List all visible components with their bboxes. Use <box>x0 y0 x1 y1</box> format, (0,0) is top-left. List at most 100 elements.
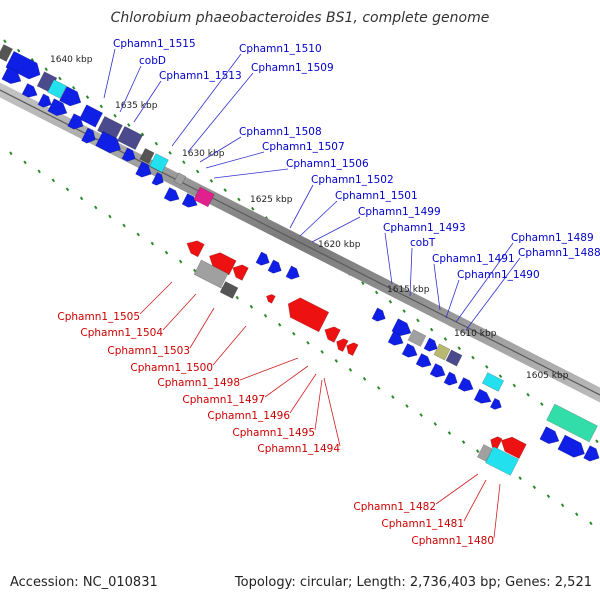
leader-line <box>445 279 460 319</box>
gene-feature <box>186 240 205 258</box>
gene-feature <box>267 259 282 274</box>
reverse-gene-label: Cphamn1_1480 <box>411 535 494 547</box>
leader-line <box>139 281 173 315</box>
gene-feature <box>95 131 122 154</box>
leader-line <box>435 473 479 505</box>
reverse-tick <box>164 250 169 255</box>
reverse-gene-label: Cphamn1_1500 <box>130 362 213 374</box>
gene-feature <box>232 264 249 281</box>
reverse-gene-label: Cphamn1_1503 <box>107 345 190 357</box>
forward-gene-label: cobT <box>410 237 436 249</box>
leader-line <box>311 216 361 243</box>
leader-line <box>465 257 521 331</box>
forward-tick <box>595 439 599 444</box>
forward-tick <box>485 365 489 369</box>
gene-feature <box>401 343 418 358</box>
reverse-tick <box>348 368 353 372</box>
gene-feature <box>81 127 96 144</box>
forward-gene-label: cobD <box>139 55 166 67</box>
forward-gene-label: Cphamn1_1508 <box>239 126 322 138</box>
forward-gene-label: Cphamn1_1501 <box>335 190 418 202</box>
leader-line <box>299 200 338 237</box>
gene-feature <box>423 337 438 352</box>
gene-labels: Cphamn1_1515cobDCphamn1_1513Cphamn1_1510… <box>57 38 600 547</box>
reverse-tick <box>51 178 56 183</box>
gene-feature <box>67 113 84 130</box>
label-leader-lines <box>103 48 521 539</box>
reverse-tick <box>461 440 466 444</box>
gene-feature <box>266 294 276 304</box>
gene-feature <box>181 193 198 208</box>
reverse-tick <box>433 422 438 426</box>
gene-feature <box>219 281 239 299</box>
leader-line <box>289 373 317 414</box>
gene-feature <box>324 326 341 343</box>
leader-line <box>239 357 299 381</box>
forward-tick <box>154 141 159 146</box>
reverse-gene-label: Cphamn1_1505 <box>57 311 140 323</box>
kbp-label: 1640 kbp <box>50 55 93 65</box>
forward-tick <box>540 402 544 406</box>
reverse-gene-label: Cphamn1_1504 <box>80 327 163 339</box>
forward-gene-label: Cphamn1_1507 <box>262 141 345 153</box>
forward-tick <box>361 281 365 286</box>
forward-tick <box>182 160 186 165</box>
genome-summary-text: Topology: circular; Length: 2,736,403 bp… <box>234 575 592 590</box>
forward-tick <box>526 392 530 397</box>
reverse-tick <box>376 386 381 390</box>
forward-tick <box>250 206 255 211</box>
forward-tick <box>85 95 90 99</box>
forward-tick <box>44 67 48 72</box>
forward-tick <box>168 151 172 155</box>
forward-gene-label: Cphamn1_1499 <box>358 206 441 218</box>
gene-feature <box>407 329 427 347</box>
reverse-tick <box>65 187 70 192</box>
reverse-tick <box>122 223 126 228</box>
reverse-tick <box>178 259 183 264</box>
forward-tick <box>388 299 393 304</box>
gene-feature <box>287 297 330 333</box>
gene-feature <box>489 397 502 410</box>
reverse-tick <box>575 512 579 517</box>
gene-feature <box>173 172 187 186</box>
gene-feature <box>21 83 38 98</box>
forward-gene-label: Cphamn1_1491 <box>432 253 515 265</box>
gene-feature <box>336 338 349 353</box>
reverse-gene-label: Cphamn1_1481 <box>381 518 464 530</box>
reverse-tick <box>362 377 367 381</box>
gene-feature <box>415 353 432 368</box>
leader-line <box>314 379 323 431</box>
forward-tick <box>195 169 200 174</box>
forward-tick <box>113 113 117 118</box>
gene-feature <box>255 251 270 266</box>
forward-gene-label: Cphamn1_1515 <box>113 38 196 50</box>
gene-feature <box>391 318 412 337</box>
forward-tick <box>99 104 103 109</box>
gene-feature <box>371 307 386 322</box>
leader-line <box>103 48 116 99</box>
gene-feature <box>583 445 600 462</box>
gene-feature <box>346 342 359 357</box>
leader-line <box>323 377 341 447</box>
leader-line <box>409 247 413 297</box>
reverse-tick <box>263 313 268 318</box>
leader-line <box>205 151 265 169</box>
forward-tick <box>457 346 461 351</box>
gene-feature <box>387 331 404 346</box>
leader-line <box>133 80 162 123</box>
gene-feature <box>59 85 82 107</box>
gene-feature <box>500 436 527 459</box>
gene-feature <box>445 349 463 367</box>
reverse-tick <box>79 196 84 201</box>
kbp-label: 1615 kbp <box>387 285 430 295</box>
leader-line <box>212 325 247 366</box>
forward-tick <box>237 197 241 202</box>
reverse-gene-label: Cphamn1_1494 <box>257 443 340 455</box>
gene-feature <box>193 186 215 208</box>
gene-feature <box>139 147 155 165</box>
forward-tick <box>374 290 379 295</box>
gene-feature <box>457 377 474 392</box>
gene-feature <box>481 372 505 392</box>
gene-feature <box>193 259 229 289</box>
gene-feature <box>151 171 164 186</box>
